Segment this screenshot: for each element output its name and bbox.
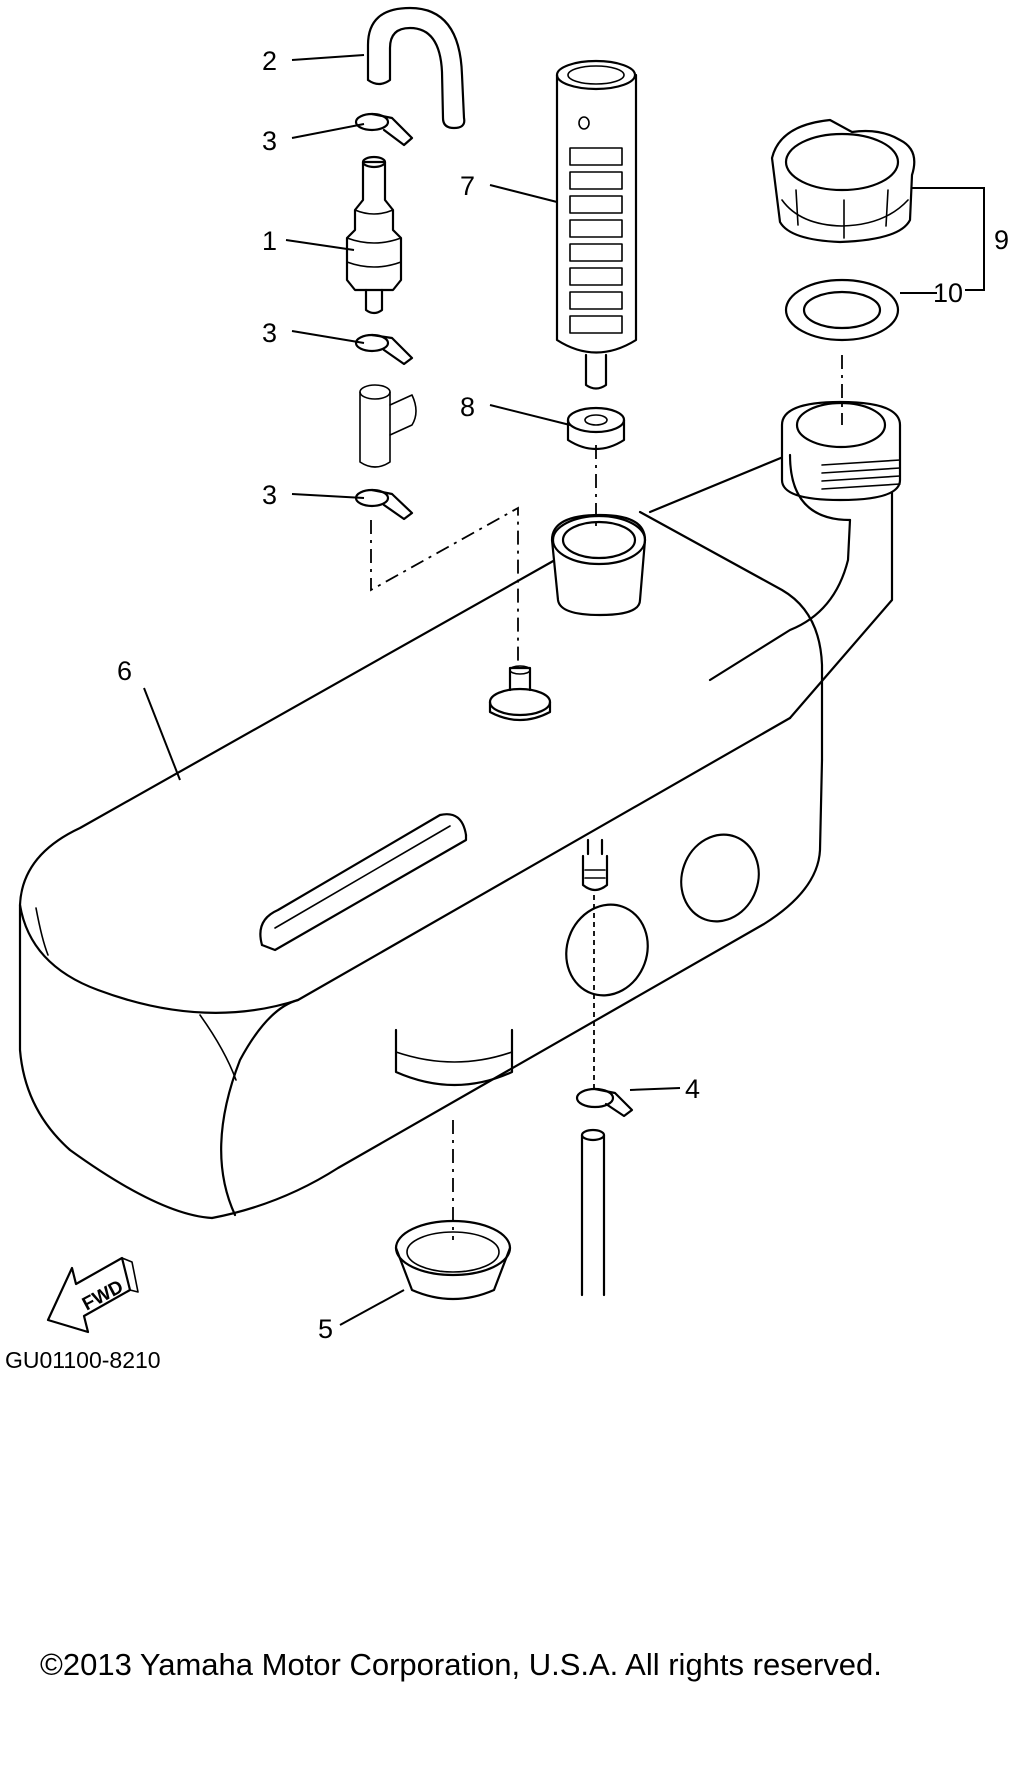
copyright-notice: ©2013 Yamaha Motor Corporation, U.S.A. A… [40, 1647, 882, 1682]
strainer-part [555, 59, 638, 390]
callout-3: 3 [262, 480, 277, 510]
fuel-filter-part [345, 155, 403, 315]
grommet-part [566, 406, 626, 451]
diagram-code: GU01100-8210 [5, 1347, 161, 1373]
callout-10: 10 [933, 278, 963, 308]
gasket-part [784, 278, 900, 342]
clamp-part [575, 1087, 634, 1118]
joint-part [359, 384, 417, 468]
clamp-part [354, 333, 414, 366]
grommet-part [394, 1219, 512, 1301]
clamp-part [354, 488, 414, 521]
callout-7: 7 [460, 171, 475, 201]
callout-4: 4 [685, 1074, 700, 1104]
forward-arrow-icon: FWD [46, 1256, 139, 1334]
callout-9: 9 [994, 225, 1009, 255]
callout-1: 1 [262, 226, 277, 256]
fwd-label: FWD [79, 1276, 127, 1315]
centerline-fitting [370, 506, 519, 668]
callout-2: 2 [262, 46, 277, 76]
hose-part [366, 6, 466, 130]
callout-6: 6 [117, 656, 132, 686]
callout-8: 8 [460, 392, 475, 422]
callout-5: 5 [318, 1314, 333, 1344]
clamp-part [354, 112, 414, 147]
hose-part [580, 1128, 606, 1297]
tank-cap-part [770, 118, 916, 244]
fuel-tank [18, 400, 902, 1220]
callout-3: 3 [262, 126, 277, 156]
callout-3: 3 [262, 318, 277, 348]
